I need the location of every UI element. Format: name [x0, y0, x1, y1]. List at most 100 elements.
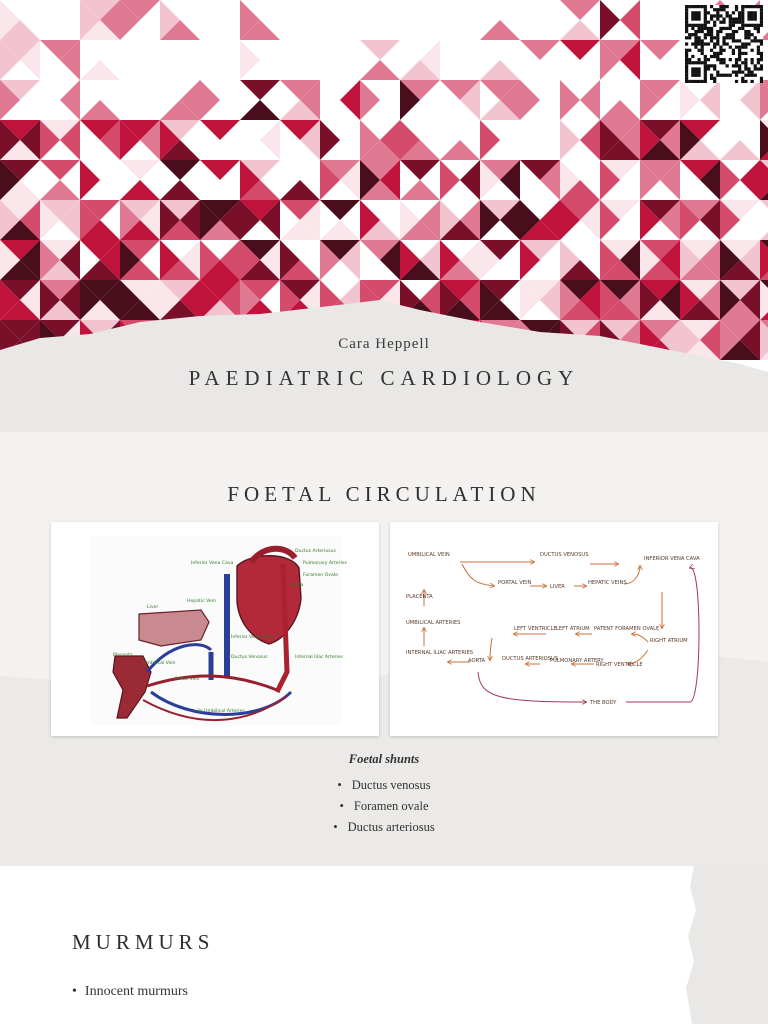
mosaic-triangle [500, 160, 520, 200]
node-portal-vein: PORTAL VEIN [498, 580, 532, 586]
mosaic-triangle [240, 40, 260, 80]
mosaic-triangle [0, 160, 20, 200]
heart-label-umbilical-vein: Umbilical Vein [143, 660, 176, 666]
author-name: Cara Heppell [338, 336, 430, 352]
mosaic-triangle [480, 120, 500, 160]
mosaic-triangle [560, 280, 580, 320]
shunts-heading: Foetal shunts [348, 752, 420, 766]
mosaic-triangle [620, 240, 640, 280]
node-patent-foramen-ovale: PATENT FORAMEN OVALE [594, 626, 659, 632]
mosaic-triangle [380, 160, 400, 200]
mosaic-triangle [680, 160, 720, 180]
mosaic-triangle [40, 240, 60, 280]
mosaic-triangle [320, 240, 340, 280]
mosaic-triangle [180, 280, 200, 320]
node-ductus-venosus: DUCTUS VENOSUS [540, 552, 589, 558]
mosaic-triangle [680, 80, 700, 120]
mosaic-triangle [560, 200, 600, 220]
node-hepatic-veins: HEPATIC VEINS [588, 580, 627, 586]
mosaic-triangle [600, 260, 640, 280]
mosaic-triangle [760, 280, 768, 320]
mosaic-triangle [740, 280, 760, 320]
mosaic-triangle [620, 120, 640, 160]
mosaic-triangle [760, 320, 768, 360]
mosaic-triangle [580, 80, 600, 120]
mosaic-triangle [20, 280, 40, 320]
mosaic-triangle [700, 200, 720, 240]
node-left-ventricle: LEFT VENTRICLE [514, 626, 557, 632]
mosaic-triangle [440, 280, 460, 320]
mosaic-triangle [80, 260, 120, 280]
mosaic-triangle [360, 200, 380, 240]
mosaic-triangle [20, 120, 40, 160]
mosaic-triangle [20, 240, 40, 280]
mosaic-triangle [0, 40, 40, 60]
mosaic-triangle [400, 260, 440, 280]
mosaic-triangle [400, 180, 440, 200]
mosaic-triangle [560, 280, 600, 300]
mosaic-triangle [280, 80, 320, 100]
mosaic-triangle [120, 240, 160, 260]
circulation-flowchart: UMBILICAL VEIN DUCTUS VENOSUS INFERIOR V… [406, 552, 700, 706]
mosaic-triangle [360, 120, 380, 160]
mosaic-triangle [460, 160, 480, 200]
mosaic-triangle [80, 100, 120, 120]
mosaic-triangle [280, 280, 300, 320]
mosaic-triangle [580, 120, 600, 160]
mosaic-triangle [160, 140, 200, 160]
mosaic-triangle [320, 120, 340, 160]
mosaic-triangle [680, 280, 720, 300]
torn-paper-edge [686, 866, 768, 1024]
mosaic-triangle [160, 20, 200, 40]
mosaic-triangle [300, 120, 320, 160]
mosaic-triangle [140, 280, 160, 320]
mosaic-triangle [400, 240, 420, 280]
heart-label-umbilical-arteries: 2x Umbilical Arteries [197, 708, 245, 714]
mosaic-triangle [560, 240, 580, 280]
mosaic-triangle [20, 200, 40, 240]
mosaic-triangle [200, 80, 220, 120]
mosaic-triangle [0, 120, 40, 140]
mosaic-triangle [720, 200, 760, 220]
mosaic-triangle [700, 240, 720, 280]
mosaic-triangle [120, 220, 160, 240]
mosaic-triangle [560, 160, 580, 200]
mosaic-triangle [80, 160, 100, 200]
mosaic-triangle [80, 200, 120, 220]
mosaic-triangle [540, 200, 560, 240]
mosaic-triangle [200, 220, 240, 240]
mosaic-triangle [520, 200, 540, 240]
mosaic-triangle [640, 160, 680, 180]
mosaic-triangle [80, 200, 100, 240]
mosaic-triangle [360, 80, 380, 120]
mosaic-triangle [640, 40, 680, 60]
mosaic-triangle [0, 0, 20, 40]
mosaic-triangle [0, 20, 40, 40]
mosaic-triangle [680, 120, 720, 140]
mosaic-triangle [120, 240, 140, 280]
mosaic-triangle [680, 140, 720, 160]
mosaic-triangle [640, 320, 680, 340]
foetal-circulation-slide: FOETAL CIRCULATION Ductus Arteriosus Inf… [0, 432, 768, 866]
mosaic-triangle [520, 320, 560, 340]
mosaic-triangle [720, 340, 760, 360]
mosaic-triangle [40, 260, 80, 280]
node-right-atrium: RIGHT ATRIUM [650, 638, 688, 644]
mosaic-triangle [240, 0, 260, 40]
mosaic-triangle [20, 40, 40, 80]
mosaic-triangle [740, 80, 760, 120]
mosaic-triangle [160, 200, 180, 240]
mosaic-triangle [640, 300, 680, 320]
mosaic-triangle [600, 0, 620, 40]
mosaic-triangle [480, 20, 520, 40]
mosaic-triangle [460, 200, 480, 240]
mosaic-triangle [480, 300, 520, 320]
mosaic-triangle [120, 280, 160, 300]
mosaic-triangle [440, 300, 480, 320]
mosaic-triangle [0, 40, 20, 80]
mosaic-triangle [80, 300, 120, 320]
mosaic-triangle [440, 240, 460, 280]
mosaic-triangle [360, 220, 400, 240]
mosaic-triangle [280, 220, 320, 240]
circulation-flow-card: UMBILICAL VEIN DUCTUS VENOSUS INFERIOR V… [390, 522, 718, 736]
